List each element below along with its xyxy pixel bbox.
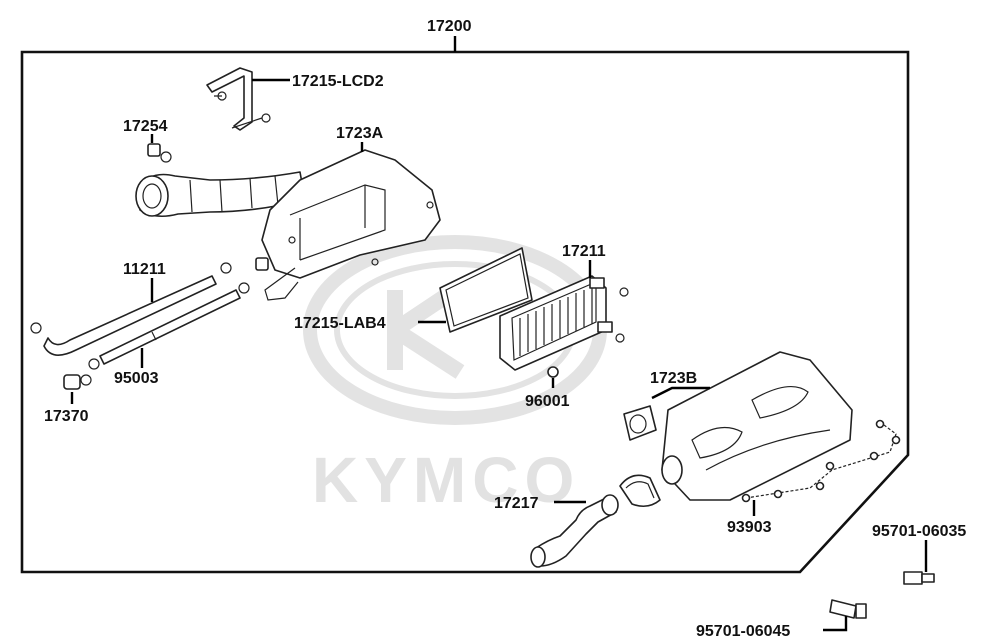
- connector-part: [530, 474, 661, 568]
- air-cleaner-case-a-part: [135, 149, 441, 301]
- small-tube-label: 95003: [114, 370, 159, 387]
- screw-96001-part: [547, 366, 559, 378]
- connector-label: 17217: [494, 495, 539, 512]
- plug-top-part: [147, 143, 172, 163]
- assembly-frame: [20, 50, 910, 574]
- bolt-1-part: [903, 571, 935, 585]
- screw-96001-label: 96001: [525, 393, 570, 410]
- case-cover-b-leader: [651, 386, 710, 400]
- plug-bottom-part: [63, 374, 92, 390]
- gasket-part: [439, 247, 533, 333]
- plug-top-label: 17254: [123, 118, 168, 135]
- gasket-label: 17215-LAB4: [294, 315, 386, 332]
- assembly-label: 17200: [427, 18, 472, 35]
- hose-bracket-part: [206, 67, 271, 131]
- kymco-logo-watermark: KYMCO: [303, 235, 607, 516]
- plug-bottom-label: 17370: [44, 408, 89, 425]
- case-cover-a-label: 1723A: [336, 125, 384, 142]
- bolt-2-label: 95701-06045: [696, 623, 790, 640]
- bolt-2-leader: [823, 616, 848, 632]
- bolt-1-label: 95701-06035: [872, 523, 966, 540]
- hose-bracket-label: 17215-LCD2: [292, 73, 384, 90]
- screws-set-label: 93903: [727, 519, 772, 536]
- bolt-2-part: [829, 599, 867, 619]
- screws-set-part: [741, 419, 901, 503]
- case-cover-b-label: 1723B: [650, 370, 697, 387]
- filter-element-part: [499, 275, 629, 371]
- drain-tube-label: 11211: [123, 261, 166, 278]
- small-tube-part: [88, 282, 250, 370]
- element-label: 17211: [562, 243, 606, 260]
- watermark-text: KYMCO: [312, 444, 580, 516]
- drain-tube-part: [30, 262, 232, 356]
